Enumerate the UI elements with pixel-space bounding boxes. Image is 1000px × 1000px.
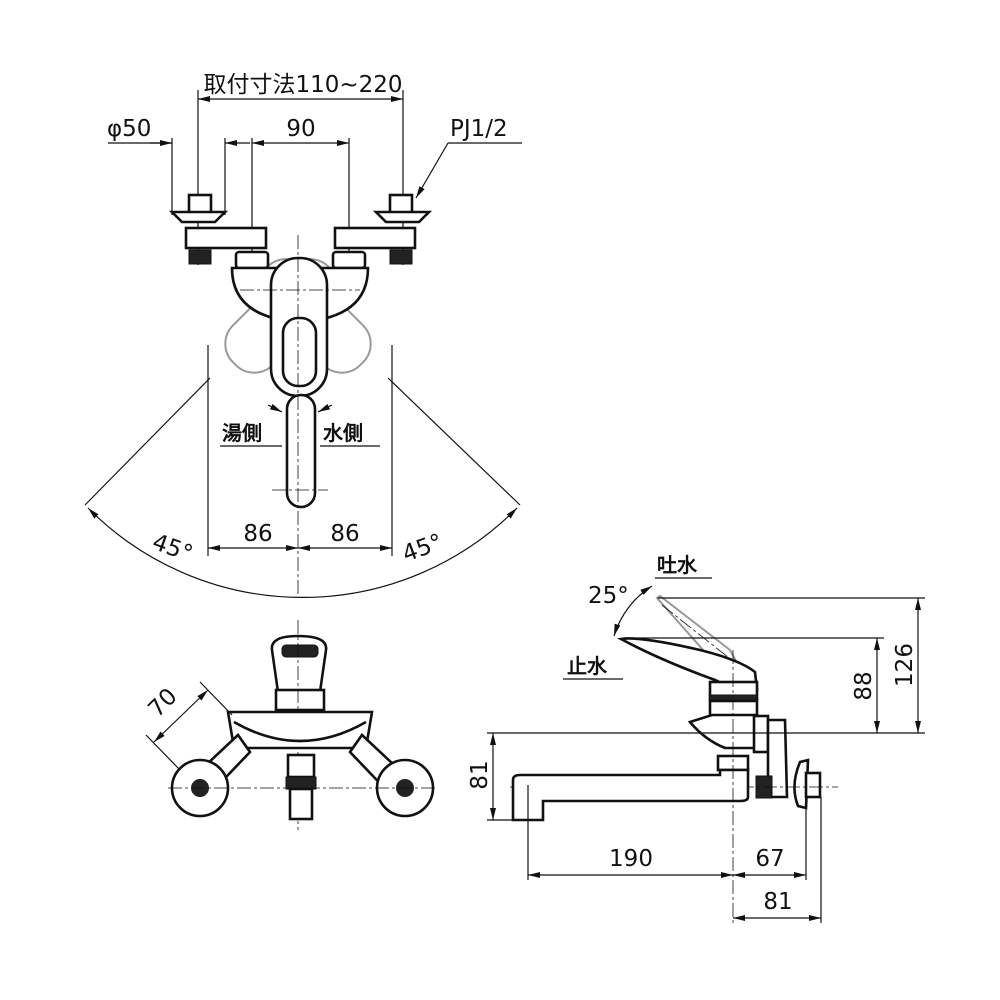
thread-callout: PJ1/2 [415,116,522,199]
diameter-dimension: φ50 [107,116,250,215]
offset-left-label: 86 [243,521,272,547]
spout-reach-label: 190 [609,846,653,872]
front-view: 70 [144,620,435,830]
lever-handle-side [616,637,759,695]
closed-height-label: 88 [851,671,877,700]
mount-range-label: 取付寸法110~220 [203,72,402,98]
side-view: 吐水 止水 25° 126 [467,553,925,925]
spout-height-dimension: 81 [467,733,496,820]
arm-length-label: 70 [144,684,183,723]
open-position-label: 吐水 [657,553,698,577]
closed-position-label: 止水 [567,654,608,678]
left-inlet-fitting [168,193,270,270]
open-height-label: 126 [892,643,918,687]
mount-range-dimension: 取付寸法110~220 [197,72,404,265]
wall-depth-label: 67 [755,846,784,872]
spout-reach-dimension: 190 [528,846,733,878]
spout-side [511,768,750,822]
lever-angle-label: 25° [588,583,629,609]
cold-side-label-group: 水側 [317,403,380,447]
angle-left-label: 45° [149,529,196,567]
cold-side-label: 水側 [323,421,363,445]
total-depth-dimension: 81 [733,889,821,921]
angle-right-label: 45° [399,529,446,567]
spout-top [285,393,317,509]
thread-label: PJ1/2 [450,116,508,142]
spout-height-label: 81 [467,760,493,789]
inlet-pitch-label: 90 [286,116,315,142]
offset-right-label: 86 [330,521,359,547]
total-depth-label: 81 [763,889,792,915]
diameter-label: φ50 [107,116,151,142]
open-height-dimension: 126 [892,598,921,733]
offset-dimension: 86 86 [207,345,393,556]
hot-side-label-group: 湯側 [220,403,283,447]
lever-handle-front [270,634,328,694]
closed-height-dimension: 88 [851,638,880,733]
right-inlet-fitting [331,193,433,270]
top-view: 取付寸法110~220 φ50 90 PJ1/2 [84,72,522,598]
hot-side-label: 湯側 [222,421,262,445]
wall-depth-dimension: 67 [733,846,806,878]
